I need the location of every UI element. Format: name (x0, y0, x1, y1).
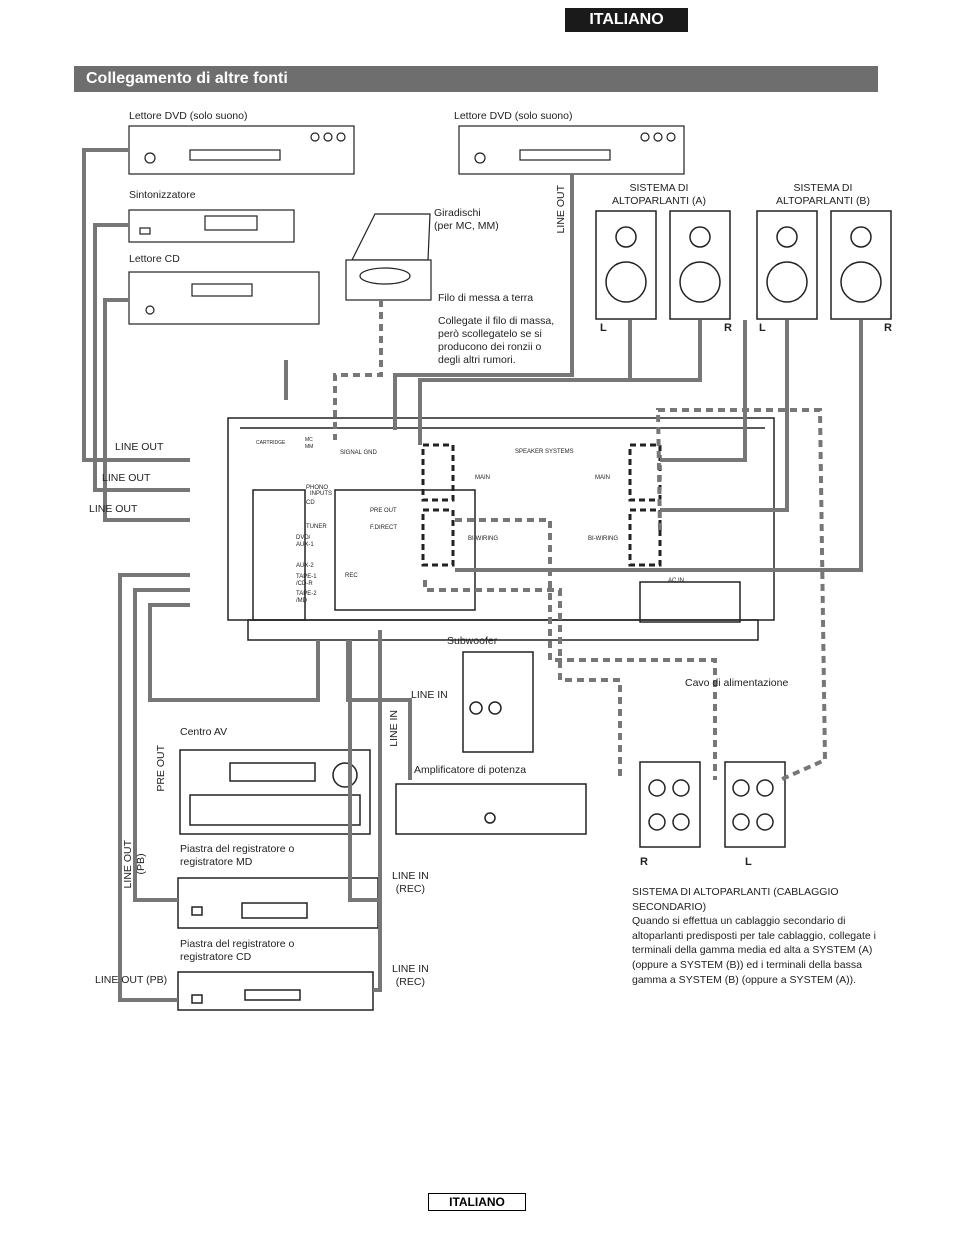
label-spk-l-b: L (759, 322, 766, 334)
label-ground-wire: Filo di messa a terra (438, 292, 534, 304)
panel-aux2: AUX-2 (296, 563, 314, 569)
panel-inputs: INPUTS (310, 491, 333, 497)
panel-tape1: TAPE-1 /CD-R (296, 574, 317, 587)
panel-cd: CD (306, 500, 315, 506)
label-md-deck: Piastra del registratore o registratore … (180, 843, 295, 868)
dvd-player-left (128, 125, 355, 175)
label-tuner: Sintonizzatore (129, 189, 196, 201)
label-biwiring-l: L (745, 856, 752, 868)
panel-f-direct: F.DIRECT (370, 525, 397, 531)
subwoofer-device (462, 651, 534, 753)
panel-tuner: TUNER (306, 524, 327, 530)
label-line-in-rec-md: LINE IN (REC) (392, 870, 429, 895)
section-title: Collegamento di altre fonti (74, 66, 878, 92)
amplifier-rear-panel (227, 417, 775, 641)
panel-phono: PHONO (306, 485, 329, 491)
panel-main-a: MAIN (475, 475, 490, 481)
label-speakers-b: SISTEMA DI ALTOPARLANTI (B) (776, 182, 870, 207)
label-spk-r-a: R (724, 322, 732, 334)
panel-ac-in: AC IN (668, 578, 685, 584)
speakers-b (756, 210, 892, 320)
panel-biwiring-b: BI-WIRING (588, 536, 618, 542)
biwiring-note: SISTEMA DI ALTOPARLANTI (CABLAGGIO SECON… (632, 885, 877, 987)
footer-language: ITALIANO (428, 1193, 526, 1211)
cd-deck-device (177, 971, 374, 1011)
dvd-player-right (458, 125, 685, 175)
cd-player-device (128, 271, 320, 325)
label-cd: Lettore CD (129, 253, 180, 265)
label-pre-out: PRE OUT (155, 745, 167, 792)
label-biwiring-r: R (640, 856, 648, 868)
panel-biwiring-a: BI-WIRING (468, 536, 498, 542)
label-spk-l-a: L (600, 322, 607, 334)
label-ground-note: Collegate il filo di massa, però scolleg… (438, 315, 555, 366)
panel-mc: MC (305, 437, 313, 443)
dashed-cables (333, 300, 828, 782)
label-line-out-dvd: LINE OUT (555, 185, 567, 234)
av-center-device (179, 749, 371, 835)
note-body: Quando si effettua un cablaggio secondar… (632, 915, 876, 986)
panel-cartridge: CARTRIDGE (256, 440, 286, 446)
label-line-out-1: LINE OUT (115, 441, 164, 453)
panel-dvd: DVD/ AUX-1 (296, 535, 314, 548)
panel-signal-gnd: SIGNAL GND (340, 450, 377, 456)
panel-speaker-systems: SPEAKER SYSTEMS (515, 449, 574, 455)
biwiring-speakers (639, 761, 786, 848)
label-line-in-sub: LINE IN (411, 689, 448, 701)
label-line-in-rec-cd: LINE IN (REC) (392, 963, 429, 988)
label-speakers-a: SISTEMA DI ALTOPARLANTI (A) (612, 182, 706, 207)
label-line-out-pb-md: LINE OUT (PB) (122, 840, 147, 889)
label-dvd-right: Lettore DVD (solo suono) (454, 110, 573, 122)
panel-pre-out: PRE OUT (370, 508, 397, 514)
audio-cables (82, 148, 863, 1002)
panel-rec: REC (345, 573, 358, 579)
panel-tape2: TAPE-2 /MD (296, 591, 317, 604)
label-subwoofer: Subwoofer (447, 635, 498, 647)
speakers-a (595, 210, 731, 320)
note-title: SISTEMA DI ALTOPARLANTI (CABLAGGIO SECON… (632, 886, 839, 913)
md-deck-device (177, 877, 379, 929)
label-av-center: Centro AV (180, 726, 228, 738)
panel-main-b: MAIN (595, 475, 610, 481)
label-dvd-left: Lettore DVD (solo suono) (129, 110, 248, 122)
label-line-out-2: LINE OUT (102, 472, 151, 484)
label-line-out-3: LINE OUT (89, 503, 138, 515)
label-line-in-amp: LINE IN (388, 710, 400, 747)
turntable-device (345, 213, 432, 301)
power-amplifier-device (395, 783, 587, 835)
tuner-device (128, 209, 295, 243)
label-cd-deck: Piastra del registratore o registratore … (180, 938, 295, 963)
label-spk-r-b: R (884, 322, 892, 334)
panel-mm: MM (305, 444, 314, 450)
language-tab: ITALIANO (565, 8, 688, 32)
label-line-out-pb-cd: LINE OUT (PB) (95, 974, 168, 986)
label-power-cable: Cavo di alimentazione (685, 677, 789, 689)
label-turntable: Giradischi (per MC, MM) (434, 207, 499, 232)
label-power-amp: Amplificatore di potenza (414, 764, 527, 776)
